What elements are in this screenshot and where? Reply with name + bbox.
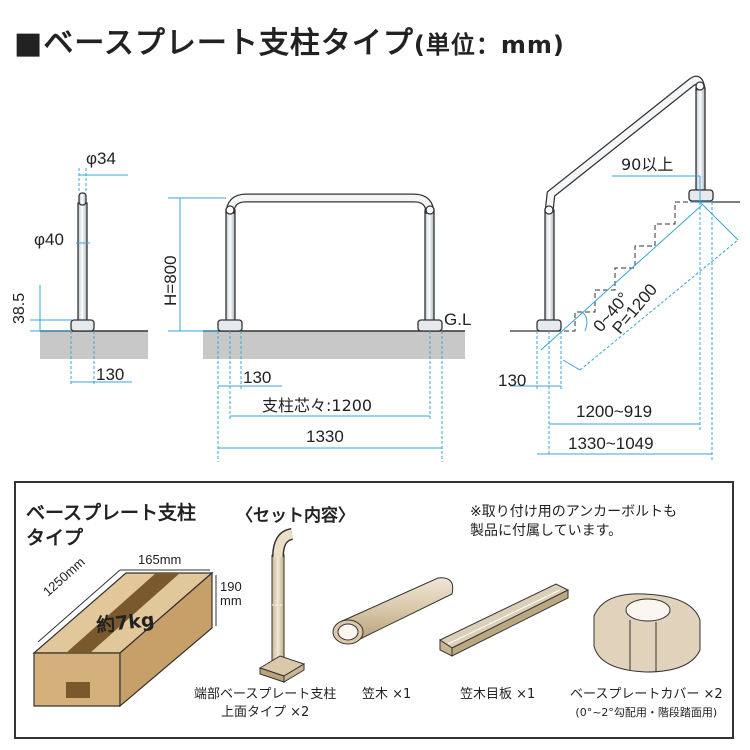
dim-90-min: 90以上	[621, 155, 673, 174]
caption-cover-strip-line1: 笠木目板 ×1	[460, 687, 536, 702]
package-title-line2: タイプ	[26, 527, 84, 549]
note-line1: ※取り付け用のアンカーボルトも	[470, 504, 678, 520]
stair-view-handrail	[536, 75, 714, 332]
title-main: ■ベースプレート支柱タイプ	[14, 26, 414, 61]
side-dim-lines	[30, 168, 132, 385]
box-width-label: 165mm	[138, 552, 182, 567]
ground-level-label: G.L	[444, 310, 471, 329]
caption-post-line2: 上面タイプ ×2	[221, 705, 310, 720]
box-height-label: 190 mm	[220, 580, 242, 608]
box-height-unit: mm	[220, 593, 242, 608]
title-unit: (単位：mm)	[413, 31, 565, 59]
stair-outline	[556, 201, 695, 332]
ground-slab-2	[203, 331, 465, 359]
dim-phi34: φ34	[86, 149, 116, 168]
front-dim-lines	[168, 197, 443, 462]
dim-h800: H=800	[161, 255, 180, 306]
item-handrail-cover-strip	[438, 583, 570, 657]
set-contents-title: 〈セット内容〉	[236, 506, 355, 526]
note-line2: 製品に付属しています。	[470, 523, 623, 539]
item-base-plate-cover	[593, 593, 701, 673]
ground-slab-1	[40, 331, 148, 359]
technical-drawing: φ34 φ40 38.5 130 H=800 130 支柱芯々:1200 133…	[11, 75, 740, 462]
shipping-box	[32, 571, 214, 708]
package-panel	[14, 481, 734, 739]
box-dim-lines	[37, 569, 217, 643]
stair-dim-lines	[510, 175, 739, 460]
dim-130-c: 130	[498, 371, 526, 390]
dim-130-b: 130	[243, 368, 271, 387]
caption-post: 端部ベースプレート支柱 上面タイプ ×2	[194, 686, 336, 722]
box-height-num: 190	[220, 579, 242, 594]
caption-handrail-line1: 笠木 ×1	[362, 687, 412, 702]
caption-handrail: 笠木 ×1	[362, 686, 411, 704]
anchor-bolt-note: ※取り付け用のアンカーボルトも 製品に付属しています。	[470, 503, 677, 541]
caption-post-line1: 端部ベースプレート支柱	[194, 687, 337, 702]
item-handrail-tube	[332, 577, 454, 645]
item-base-plate-post	[258, 528, 306, 683]
caption-base-cover: ベースプレートカバー ×2 (0°~2°勾配用・階段踏面用)	[570, 686, 723, 722]
dim-1330-1049: 1330~1049	[568, 434, 654, 453]
page-title: ■ベースプレート支柱タイプ(単位：mm)	[14, 18, 565, 62]
dim-phi40: φ40	[34, 230, 64, 249]
caption-base-cover-line1: ベースプレートカバー ×2	[570, 687, 723, 702]
package-title: ベースプレート支柱 タイプ	[26, 501, 196, 551]
dim-1330: 1330	[306, 427, 344, 446]
dim-130-a: 130	[96, 365, 124, 384]
dim-pitch: 支柱芯々:1200	[262, 396, 372, 415]
caption-cover-strip: 笠木目板 ×1	[460, 686, 535, 704]
dim-38-5: 38.5	[11, 293, 28, 324]
front-view-handrail	[217, 193, 443, 332]
dim-1200-919: 1200~919	[576, 402, 652, 421]
package-title-line1: ベースプレート支柱	[26, 502, 197, 524]
caption-base-cover-line2: (0°~2°勾配用・階段踏面用)	[575, 706, 718, 719]
side-view-post	[70, 192, 95, 332]
